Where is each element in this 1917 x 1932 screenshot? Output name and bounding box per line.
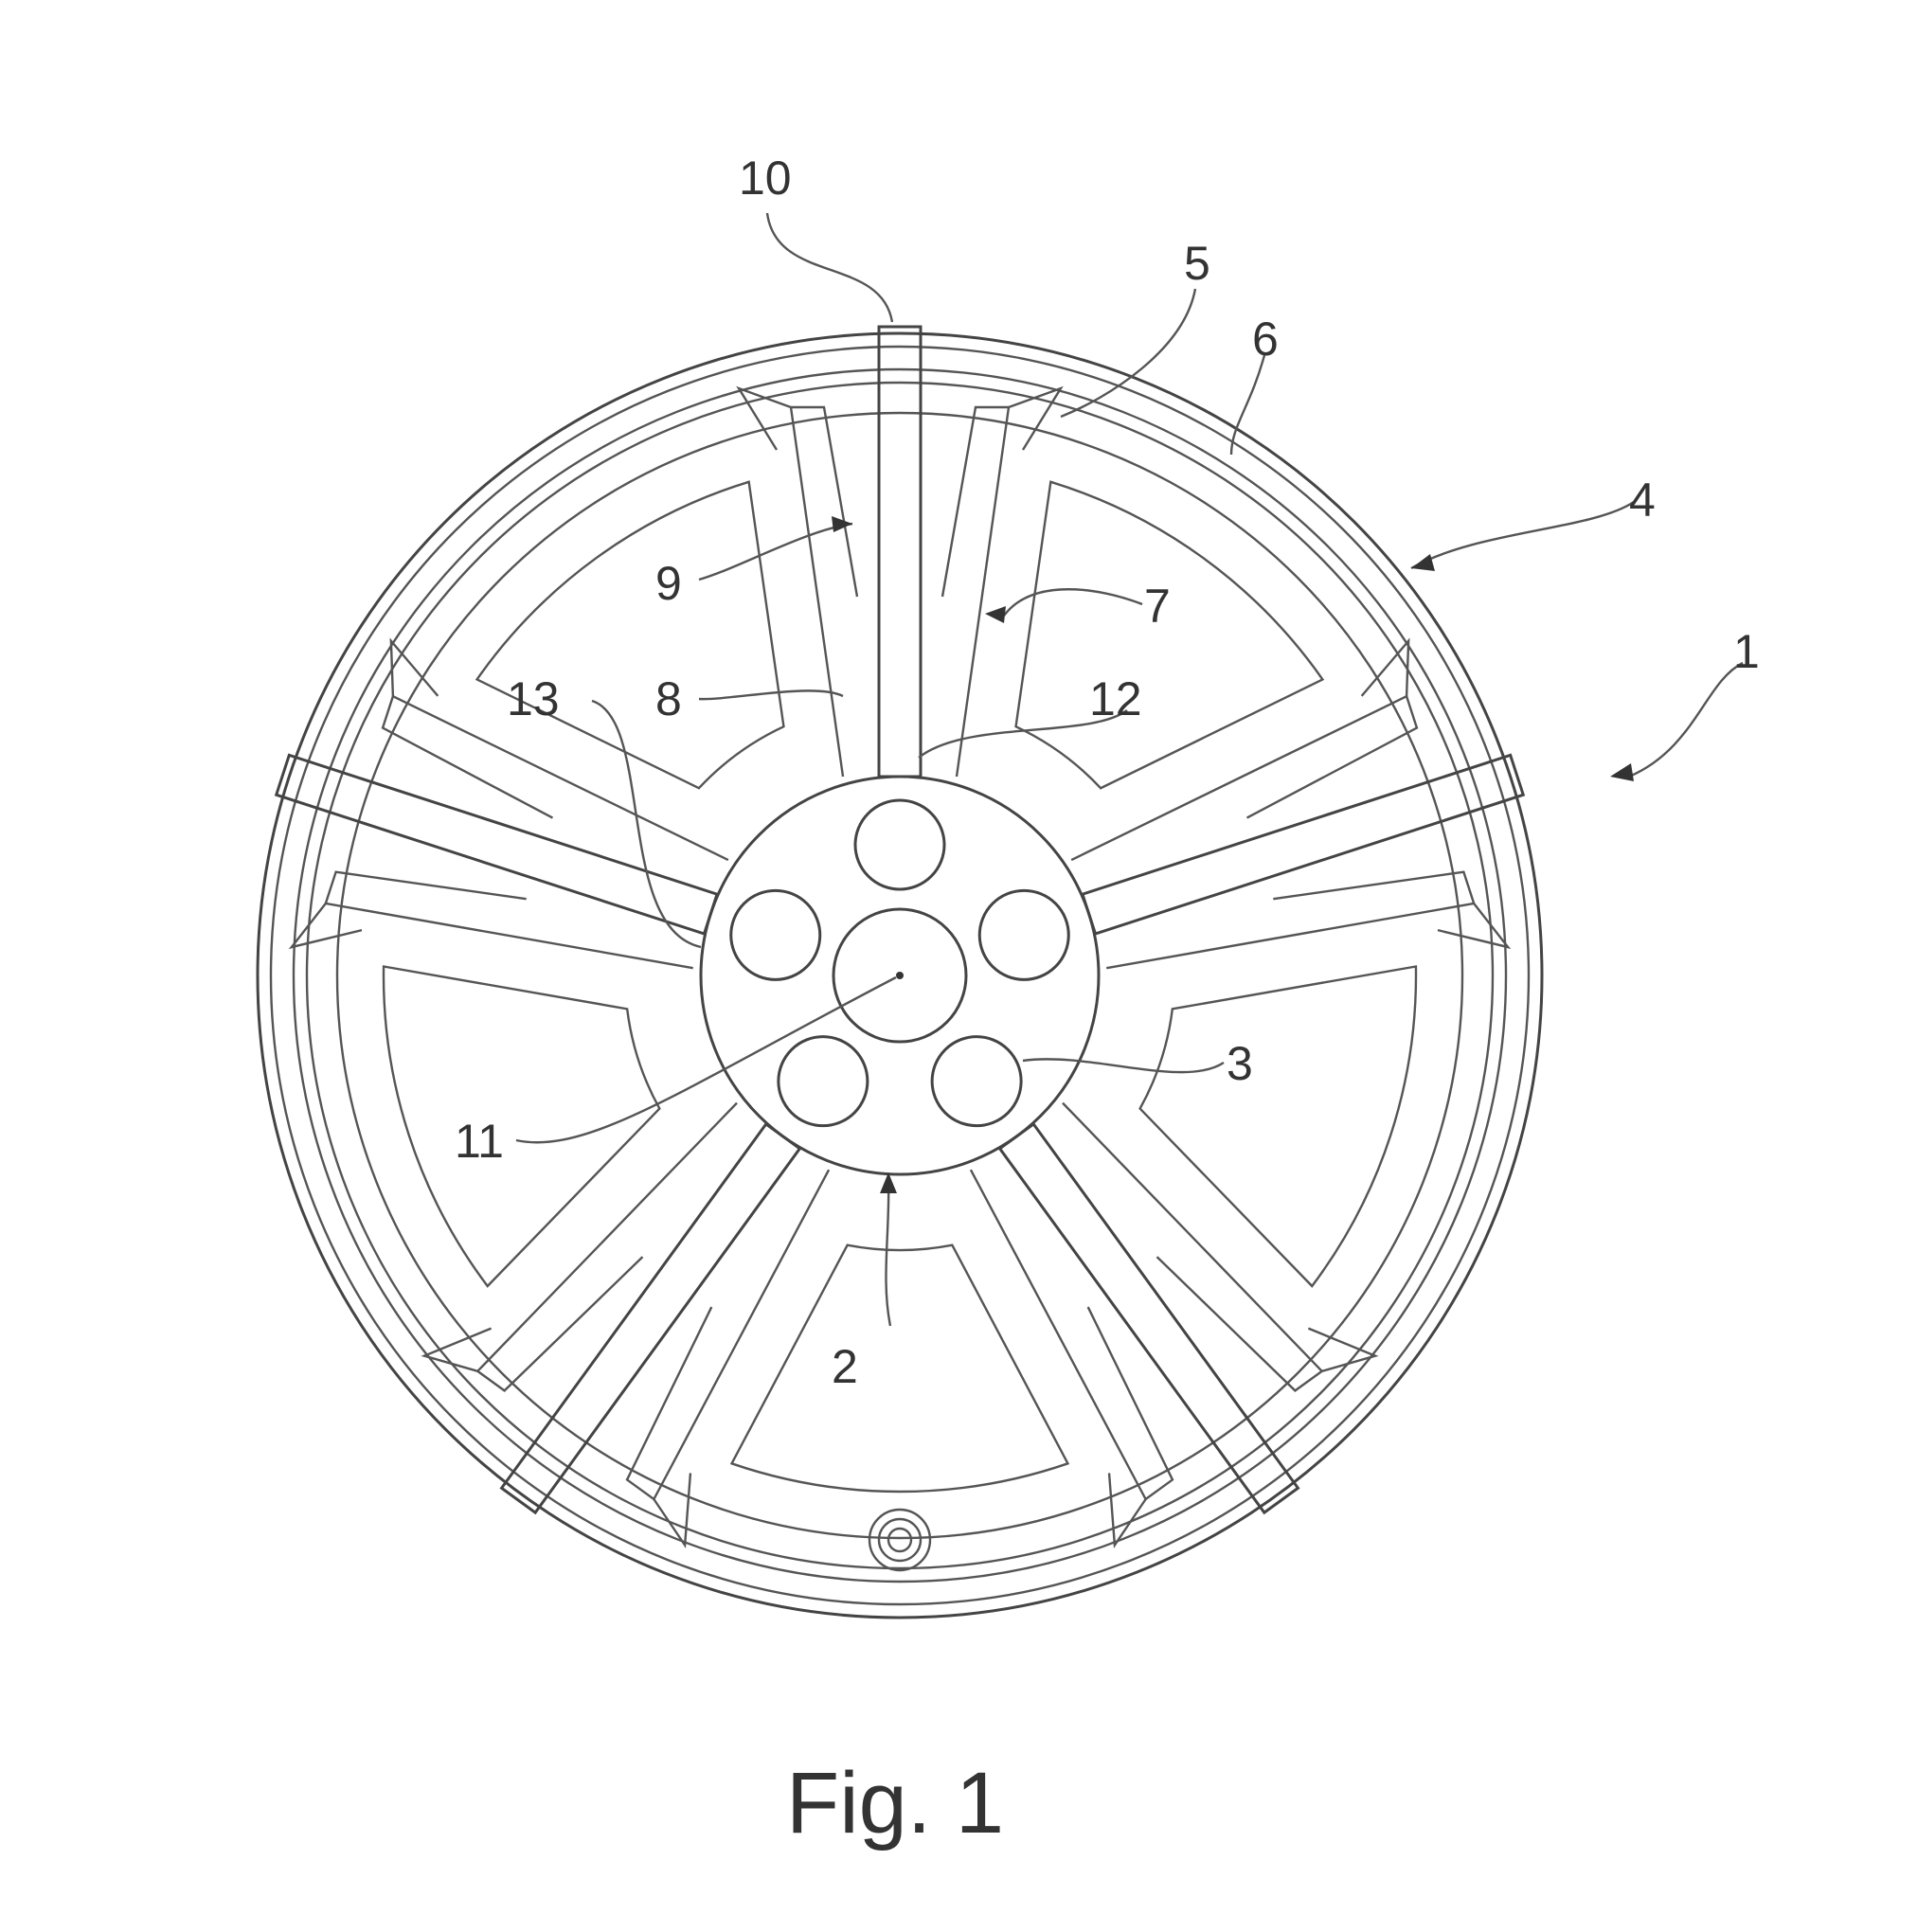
spoke-window-1 [1016,482,1323,788]
spoke-rib-right-tip-1 [1009,388,1061,450]
arrow-1 [1610,763,1634,781]
spoke-window-5 [477,482,784,788]
bolt-hole-3 [932,1037,1021,1126]
label-11: 11 [455,1115,504,1168]
label-12: 12 [1089,672,1142,725]
spoke-rib-left-5 [326,840,698,1017]
spoke-rib-right-tip-5 [375,641,450,709]
label-9: 9 [655,557,682,610]
spoke-rib-right-3 [928,1161,1199,1499]
spoke-bar-4 [502,1124,800,1512]
spoke-rib-left-tip-1 [739,388,791,450]
bolt-hole-5 [731,890,820,979]
label-2: 2 [832,1340,858,1393]
label-4: 4 [1629,474,1656,527]
spoke-rib-left-tip-2 [1350,641,1424,709]
center-point [896,972,904,979]
label-10: 10 [739,152,792,205]
bolt-hole-1 [855,800,944,889]
leader-9 [699,524,852,580]
leader-13 [592,701,701,947]
arrow-7 [985,606,1006,623]
spoke-window-3 [732,1245,1068,1492]
bolt-holes [731,800,1068,1126]
leader-8 [699,690,843,699]
bolt-hole-2 [979,890,1068,979]
label-8: 8 [655,672,682,725]
spoke-bar-1 [879,327,921,777]
label-5: 5 [1184,237,1210,290]
leader-1 [1629,663,1743,777]
spoke-window-4 [384,966,659,1286]
leader-3 [1023,1059,1224,1072]
figure-caption: Fig. 1 [786,1755,1004,1852]
labels: 10 5 6 4 1 7 9 8 13 12 3 11 2 [455,152,1760,1393]
leader-7 [1004,589,1142,616]
label-1: 1 [1733,625,1760,678]
arrow-4 [1411,554,1435,571]
leader-6 [1231,355,1264,455]
label-7: 7 [1144,580,1171,633]
label-6: 6 [1252,313,1279,366]
spoke-rib-left-3 [1051,1072,1322,1410]
hub [701,777,1099,1174]
spoke-bar-3 [1000,1124,1299,1512]
arrow-9 [832,516,852,532]
valve-stem [869,1510,930,1570]
spoke-window-2 [1140,966,1416,1286]
bolt-hole-4 [779,1037,868,1126]
spoke-rib-right-2 [1102,840,1475,1017]
spoke-rib-right-1 [942,407,1009,777]
valve-ring-mid [879,1519,921,1561]
spoke-windows [384,482,1416,1492]
arrowheads [832,516,1634,1193]
leader-10 [767,213,892,322]
spoke-3 [928,1072,1375,1545]
label-13: 13 [507,672,560,725]
spoke-rib-left-1 [791,407,857,777]
spokes [277,327,1524,1546]
spoke-rib-left-4 [600,1161,871,1499]
label-3: 3 [1227,1037,1253,1090]
leader-4 [1411,502,1634,568]
valve-ring-inner [888,1529,911,1551]
